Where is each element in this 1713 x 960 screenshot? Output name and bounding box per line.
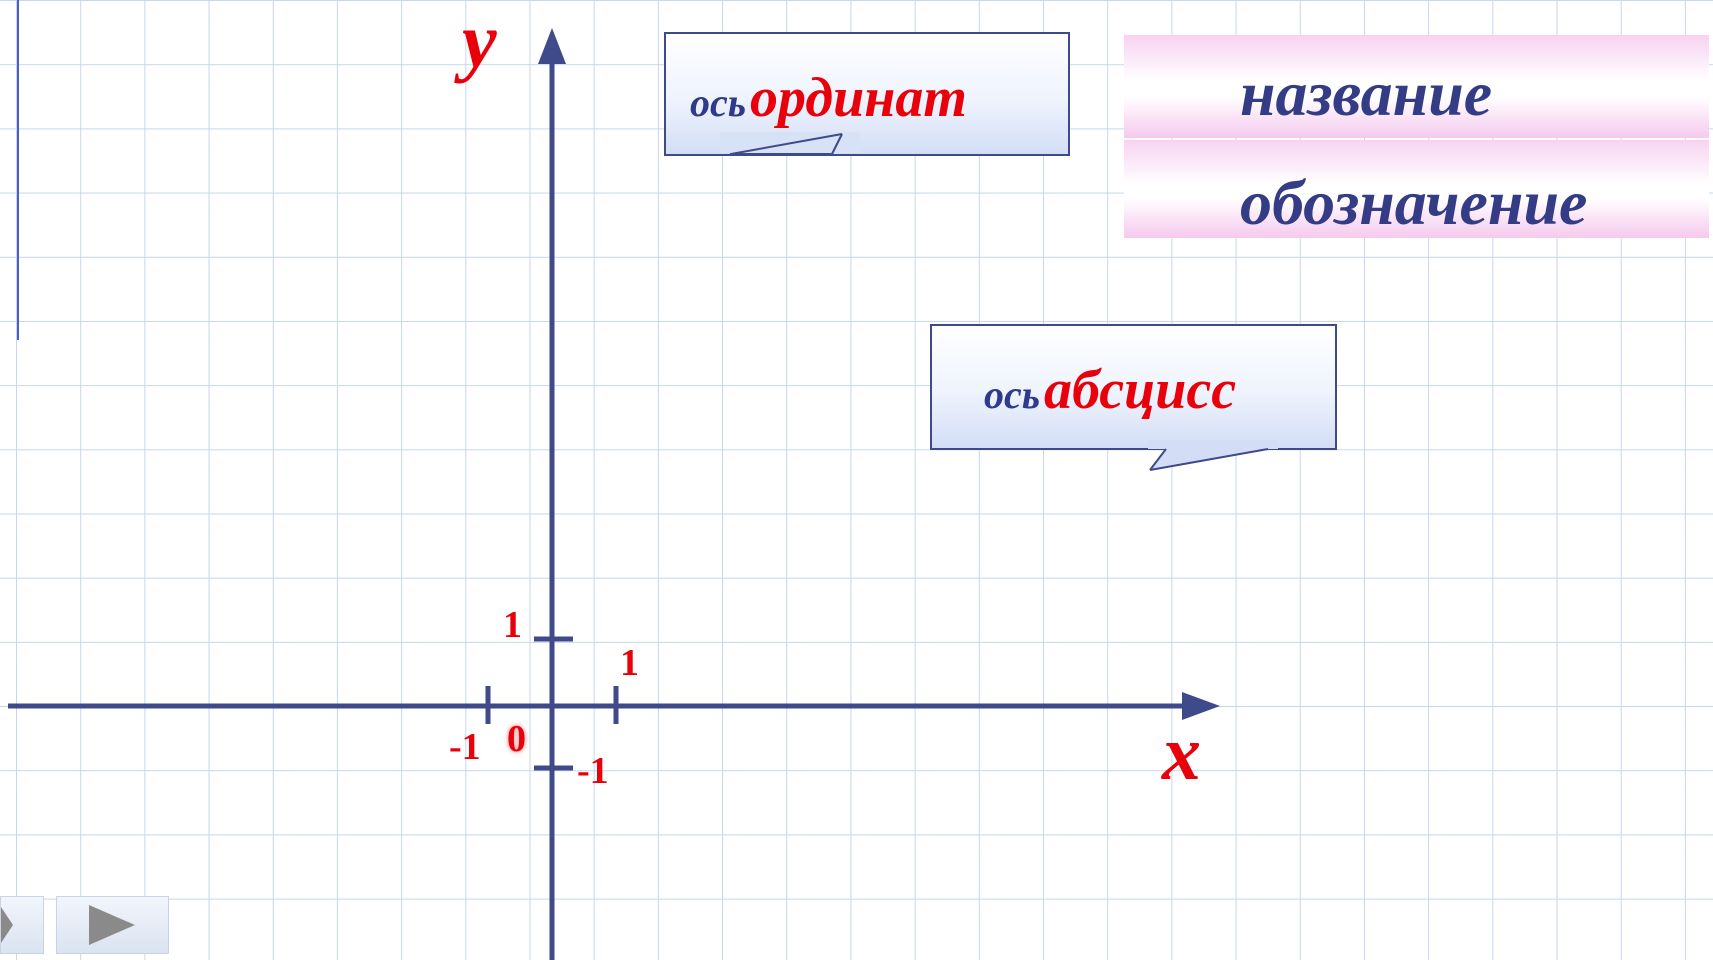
prev-slide-button[interactable] <box>0 896 44 954</box>
y-axis-label: y <box>462 0 497 84</box>
next-slide-button[interactable] <box>56 896 169 954</box>
abscissa-callout-tail <box>1148 440 1278 471</box>
name-legend-bar: название <box>1124 35 1709 138</box>
x-axis-label: x <box>1162 709 1201 796</box>
ordinate-callout-prefix: ось <box>690 80 747 125</box>
triangle-right-icon <box>89 905 135 945</box>
notation-legend-label: обозначение <box>1240 167 1588 238</box>
name-legend-label: название <box>1240 58 1493 129</box>
abscissa-callout-term: абсцисс <box>1044 359 1237 421</box>
triangle-left-icon <box>1 907 13 943</box>
ordinate-callout-tail <box>720 132 860 155</box>
y-axis-arrowhead <box>538 28 566 64</box>
abscissa-axis-callout: ось абсцисс <box>930 324 1337 450</box>
abscissa-callout-prefix: ось <box>984 372 1041 417</box>
origin-label: 0 <box>507 718 526 760</box>
y-tick-label-neg: -1 <box>577 750 609 792</box>
x-tick-label-neg: -1 <box>449 726 481 768</box>
x-axis-arrowhead <box>1182 692 1220 720</box>
ordinate-callout-term: ординат <box>750 67 967 129</box>
notation-legend-bar: обозначение <box>1124 140 1709 238</box>
x-tick-label-pos: 1 <box>620 642 639 684</box>
y-tick-label-pos: 1 <box>503 604 522 646</box>
